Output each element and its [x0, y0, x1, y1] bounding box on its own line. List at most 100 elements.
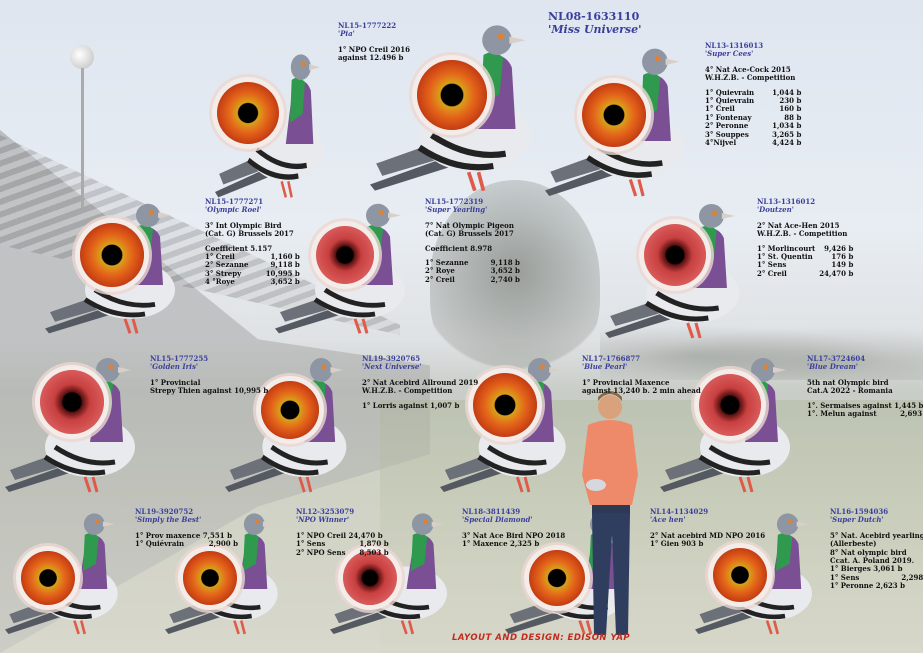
result-value: 2,740 b	[490, 274, 520, 284]
result-label: 1° Quievrain	[705, 87, 755, 97]
result-label: W.H.Z.B. - Competition	[705, 73, 796, 83]
ring-number: NL08-1633110	[548, 10, 640, 23]
pigeon-info: NL13-1316012'Doutzen'2° Nat Ace-Hen 2015…	[757, 197, 854, 278]
pigeon-eye-photo	[316, 226, 374, 284]
result-line: 2° Creil 2,740 b	[425, 274, 520, 284]
pigeon-info: NL16-1594036'Super Dutch'5° Nat. Acebird…	[830, 507, 923, 591]
pigeon-info: NL18-3811439'Special Diamond'3° Nat Ace …	[462, 507, 571, 549]
result-label: 1° Provincial	[150, 377, 201, 387]
result-label: 3° Int Olympic Bird	[205, 220, 282, 230]
result-label: 1° Creil	[705, 104, 735, 114]
result-line: 7° Nat Olympic Pigeon	[425, 221, 520, 230]
pigeon-eye-photo	[343, 551, 397, 605]
result-line: (Cat. G) Brussels 2017	[425, 229, 520, 238]
result-line: 1° Bierges 3,061 b	[830, 564, 923, 574]
background-grass	[380, 400, 923, 653]
result-line: 3° Int Olympic Bird	[205, 220, 300, 230]
result-line: 1° Provincial Maxence	[582, 378, 707, 387]
result-label: 1° Sens	[296, 539, 326, 549]
result-line: 1° NPO Creil 24,470 b	[296, 531, 389, 540]
pigeon-info: NL19-3920765'Next Universe'2° Nat Acebir…	[362, 354, 484, 410]
ring-number: NL19-3920752	[135, 507, 194, 516]
pigeon-eye-photo	[21, 551, 75, 605]
pigeon-info: NL14-1134029'Ace hen'2° Nat acebird MD N…	[650, 507, 771, 549]
result-label: 1° Bierges 3,061 b	[830, 564, 903, 574]
pigeon-info: NL15-1777271'Olympic Roel'3° Int Olympic…	[205, 197, 300, 287]
result-value: 3,265 b	[772, 129, 802, 139]
result-line: W.H.Z.B. - Competition	[362, 386, 484, 395]
ring-number: NL14-1134029	[650, 507, 709, 516]
result-label: 2° NPO Sens	[296, 547, 346, 557]
ring-number: NL17-3724604	[807, 354, 866, 363]
pigeon-name: 'Super Dutch'	[830, 515, 884, 525]
result-label: 3° Souppes	[705, 129, 749, 139]
result-label: 1° Sens	[757, 260, 787, 270]
result-line: 5th nat Olympic bird	[807, 377, 923, 387]
result-label: Cat.A 2022 - Romania	[807, 386, 893, 396]
result-line: 1° Peronne 2,623 b	[830, 581, 923, 591]
result-label: 1° Prov maxence 7,551 b	[135, 530, 232, 540]
result-line: 3° Nat Ace Bird NPO 2018	[462, 531, 571, 540]
result-label: 2° Creil	[425, 274, 455, 284]
pigeon-eye-photo	[183, 551, 237, 605]
result-value: 230 b	[779, 96, 802, 106]
result-label: 5th nat Olympic bird	[807, 377, 889, 387]
result-label: 2° Roye	[425, 266, 455, 276]
pigeon-info: NL19-3920752'Simply the Best'1° Prov max…	[135, 507, 238, 549]
result-label: 5° Nat. Acebird yearling	[830, 530, 923, 540]
pigeon-name: 'Super Cees'	[705, 49, 754, 59]
result-line: Coefficient 8.978	[425, 244, 520, 253]
result-value: 9,426 b	[824, 243, 854, 253]
result-label: 1° Peronne 2,623 b	[830, 581, 906, 591]
result-label: 1° NPO Creil 2016	[338, 44, 410, 54]
pigeon-name: 'Super Yearling'	[425, 205, 488, 215]
result-label: 2° Nat Ace-Hen 2015	[757, 220, 840, 230]
result-line: 2° Nat Ace-Hen 2015	[757, 220, 853, 230]
result-value: 1,870 b	[359, 539, 389, 549]
result-line: 8° Nat olympic bird	[830, 547, 923, 557]
pigeon-name: 'Golden Iris'	[150, 362, 199, 372]
result-line: 1° Gien 903 b	[650, 539, 771, 548]
pigeon-eye-photo	[80, 223, 144, 287]
result-line: 3° Souppes 3,265 b	[705, 129, 802, 139]
result-line: 1° Maxence 2,325 b	[462, 539, 571, 548]
result-label: against 13,240 b. 2 min ahead	[582, 386, 701, 396]
result-line: 1° Prov maxence 7,551 b	[135, 530, 238, 540]
result-line: (Allerbeste)	[830, 539, 923, 548]
result-label: 1° Sens	[830, 572, 860, 582]
result-label: Coefficient 5.157	[205, 243, 273, 253]
result-label: 1°. Melun against	[807, 409, 877, 419]
result-line: against 12.496 b	[338, 53, 416, 62]
result-line: (Cat. G) Brussels 2017	[205, 229, 300, 239]
pigeon-eye-photo	[644, 224, 706, 286]
result-label: 2° Nat Acebird Allround 2019	[362, 377, 479, 387]
man-with-pigeon	[582, 391, 638, 635]
result-line: 1° Lorris against 1,007 b	[362, 401, 484, 410]
pigeon-name: 'Pia'	[338, 29, 355, 39]
result-label: Ccat. A. Poland 2019.	[830, 556, 915, 566]
result-label: 8° Nat olympic bird	[830, 547, 907, 557]
result-value: 10,995 b	[265, 268, 300, 278]
result-line: Cat.A 2022 - Romania	[807, 386, 923, 396]
result-value: 2,693 b	[900, 409, 923, 419]
result-label: (Cat. G) Brussels 2017	[205, 229, 294, 239]
pigeon-name: 'Miss Universe'	[548, 23, 642, 36]
result-line: against 13,240 b. 2 min ahead	[582, 386, 707, 396]
result-value: 3,652 b	[490, 266, 520, 276]
result-line: 1° NPO Creil 2016	[338, 44, 416, 54]
pigeon-name: 'NPO Winner'	[296, 515, 350, 525]
pigeon-eye-photo	[417, 60, 487, 130]
ring-number: NL15-1777255	[150, 354, 209, 363]
